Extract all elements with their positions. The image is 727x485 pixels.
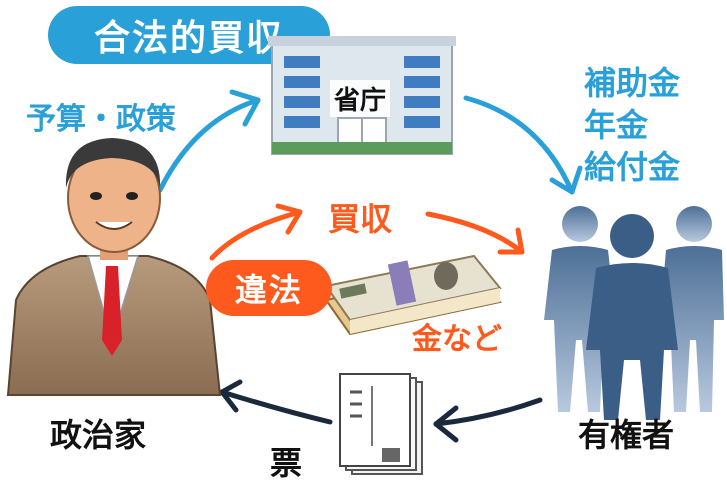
benefit-payment-label: 給付金	[584, 148, 681, 186]
votes-label: 票	[270, 444, 303, 482]
benefit-pension-label: 年金	[584, 106, 649, 144]
arrow-politician-to-ministry	[157, 89, 261, 193]
arrow-ministry-to-voters	[463, 95, 583, 195]
money-etc-label: 金など	[412, 322, 502, 357]
arrow-votes-to-politician	[219, 379, 333, 425]
title-badge: 合法的買収	[48, 6, 330, 64]
ministry-building-icon	[268, 36, 456, 155]
money-bundle-icon	[324, 254, 502, 336]
arrow-bribery	[209, 203, 525, 261]
voters-group-icon	[544, 206, 724, 420]
illegal-badge: 違法	[206, 260, 332, 316]
illegal-text: 違法	[234, 271, 303, 309]
title-text: 合法的買収	[93, 18, 284, 59]
voters-label: 有権者	[578, 416, 675, 454]
budget-policy-label: 予算・政策	[26, 102, 176, 137]
arrow-voters-to-votes	[433, 397, 543, 443]
politician-illustration	[6, 138, 222, 396]
ministry-label: 省庁	[330, 80, 391, 117]
bribery-label: 買収	[328, 200, 393, 238]
politician-label: 政治家	[50, 416, 147, 454]
benefit-subsidy-label: 補助金	[584, 64, 681, 102]
ballot-papers-icon	[339, 373, 423, 475]
